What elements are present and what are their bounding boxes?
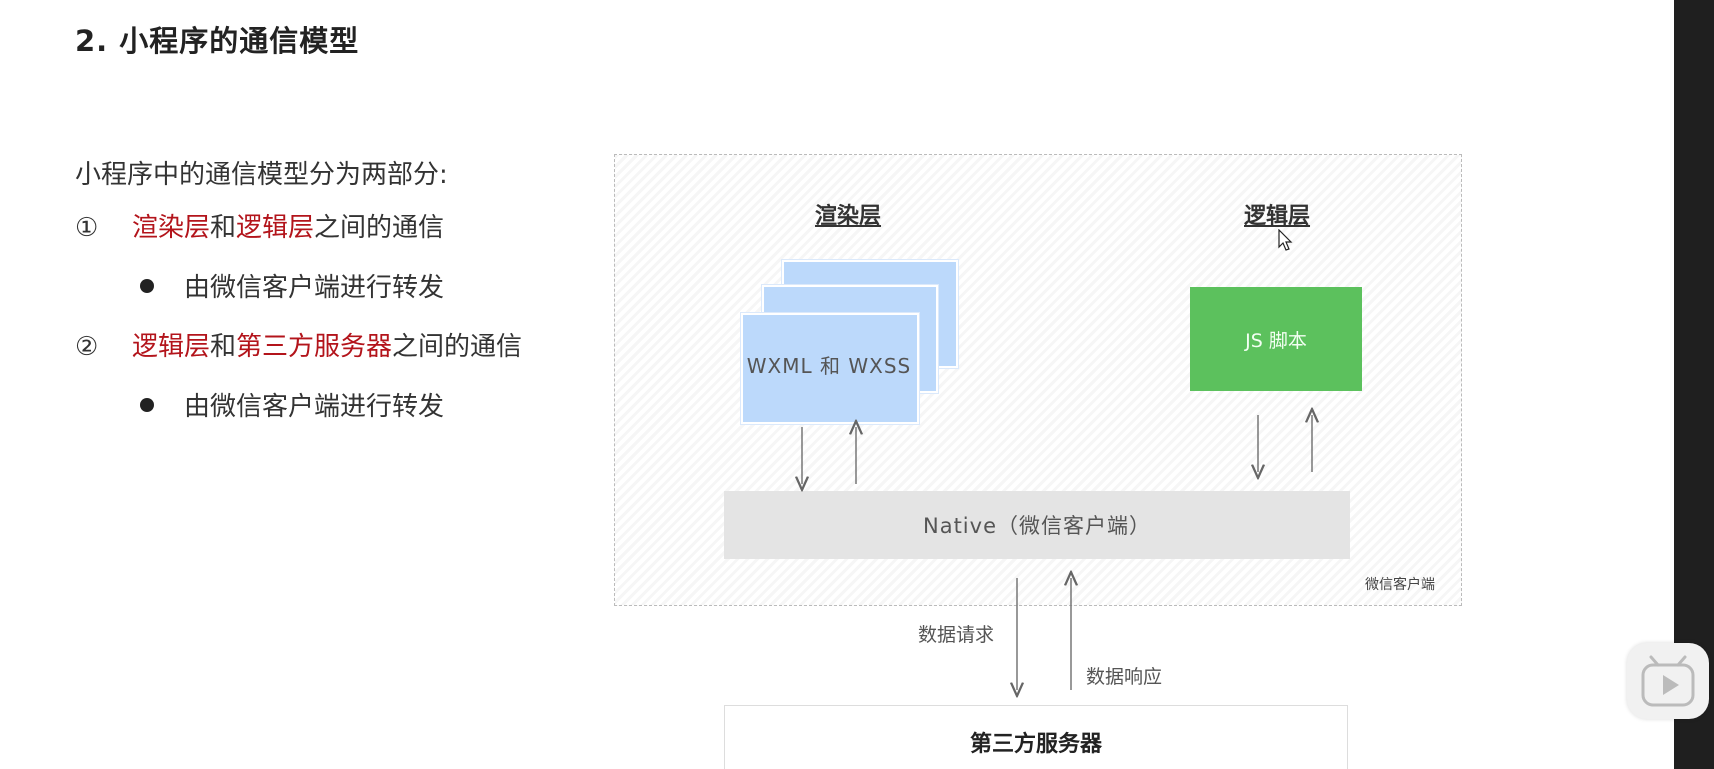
item-1-part-2: 和 [210, 213, 237, 243]
native-bar: Native（微信客户端） [724, 491, 1350, 559]
intro-text: 小程序中的通信模型分为两部分: [75, 160, 448, 190]
mouse-cursor-icon [1278, 229, 1293, 251]
client-caption: 微信客户端 [1365, 577, 1435, 593]
bullet-2-text: 由微信客户端进行转发 [184, 392, 445, 422]
bullet-dot-icon [140, 397, 154, 412]
js-script-box: JS 脚本 [1190, 287, 1362, 391]
response-label: 数据响应 [1086, 666, 1163, 688]
list-bullet-1: 由微信客户端进行转发 [140, 267, 444, 304]
item-1-part-3: 逻辑层 [236, 213, 315, 243]
render-layer-label: 渲染层 [815, 204, 882, 229]
side-panel [1674, 0, 1714, 769]
item-1-part-1: 渲染层 [132, 213, 211, 243]
third-party-server-box: 第三方服务器 [724, 705, 1348, 769]
item-2-part-2: 和 [210, 332, 237, 362]
item-2-part-1: 逻辑层 [132, 332, 211, 362]
arrows [0, 0, 1674, 769]
item-2-part-4: 之间的通信 [392, 332, 523, 362]
list-bullet-2: 由微信客户端进行转发 [140, 386, 444, 423]
item-1-part-4: 之间的通信 [314, 213, 445, 243]
list-item-2: ② 逻辑层和第三方服务器之间的通信 [75, 326, 522, 363]
item-number-2: ② [75, 332, 99, 362]
logic-layer-label: 逻辑层 [1244, 204, 1311, 229]
request-label: 数据请求 [918, 624, 995, 646]
list-item-1: ① 渲染层和逻辑层之间的通信 [75, 207, 444, 244]
page-title: 2. 小程序的通信模型 [75, 24, 360, 58]
item-2-part-3: 第三方服务器 [236, 332, 393, 362]
play-icon [1641, 655, 1695, 707]
bullet-1-text: 由微信客户端进行转发 [184, 273, 445, 303]
render-card-front [741, 313, 919, 424]
render-card-text: WXML 和 WXSS [746, 354, 912, 378]
video-play-button[interactable] [1627, 643, 1709, 719]
item-number-1: ① [75, 213, 99, 243]
bullet-dot-icon [140, 278, 154, 293]
